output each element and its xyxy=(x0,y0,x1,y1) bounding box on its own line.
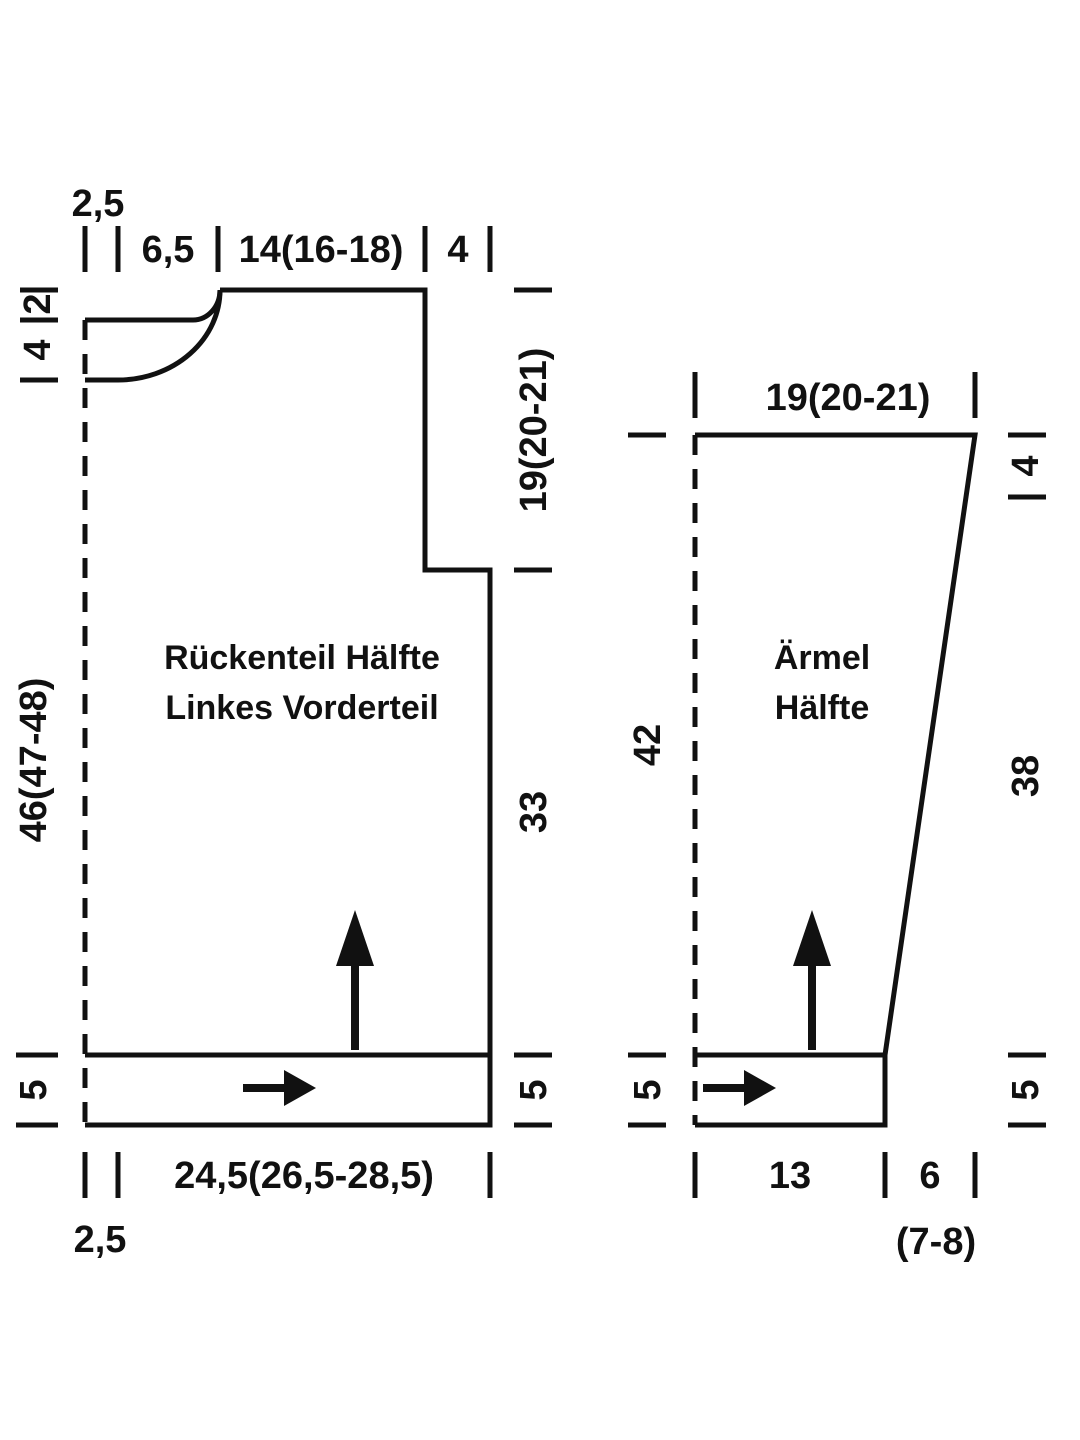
dim-right-armhole-depth: 19(20-21) xyxy=(513,348,555,513)
dim-right-side-length: 33 xyxy=(513,791,555,833)
sleeve-piece-label-line2: Hälfte xyxy=(775,689,869,727)
body-piece: 2,5 6,5 14(16-18) 4 2 4 46(47-48) 5 19(2… xyxy=(13,183,555,1261)
sleeve-direction-arrow-up-icon xyxy=(793,910,831,1050)
arrow-head xyxy=(744,1070,776,1106)
body-outline xyxy=(85,287,493,1128)
dim-sleeve-right-cap-height: 4 xyxy=(1005,455,1047,476)
dim-sleeve-left-length: 42 xyxy=(627,724,669,766)
body-rib-arrow-right-icon xyxy=(243,1070,316,1106)
body-front-neckline xyxy=(85,289,223,383)
sleeve-outline xyxy=(695,432,978,1128)
dim-left-back-neck-depth: 2 xyxy=(17,293,59,314)
dim-sleeve-bottom-extra-width: 6 xyxy=(919,1155,940,1197)
body-piece-label-line2: Linkes Vorderteil xyxy=(165,689,438,727)
sleeve-piece-label-line1: Ärmel xyxy=(774,639,870,677)
dim-top-fold: 2,5 xyxy=(72,183,125,225)
sleeve-piece: 19(20-21) 4 38 5 42 5 13 6 (7-8) Ärmel H… xyxy=(627,372,1047,1263)
arrow-head xyxy=(284,1070,316,1106)
dim-bottom-width: 24,5(26,5-28,5) xyxy=(174,1155,434,1197)
dim-right-rib-height: 5 xyxy=(513,1079,555,1100)
dim-sleeve-right-rib-height: 5 xyxy=(1005,1079,1047,1100)
dim-top-armhole-bindoff: 4 xyxy=(447,229,468,271)
dim-sleeve-right-length: 38 xyxy=(1005,755,1047,797)
dim-sleeve-top-width: 19(20-21) xyxy=(766,377,931,419)
arrow-head xyxy=(336,910,374,966)
dim-sleeve-left-rib-height: 5 xyxy=(627,1079,669,1100)
dim-left-rib-height: 5 xyxy=(13,1079,55,1100)
dim-top-neck-width: 6,5 xyxy=(142,229,195,271)
body-direction-arrow-up-icon xyxy=(336,910,374,1050)
body-back-neckline xyxy=(85,289,223,323)
dim-left-side-length: 46(47-48) xyxy=(13,678,55,843)
dim-top-shoulder: 14(16-18) xyxy=(239,229,404,271)
dim-sleeve-bottom-extra-sizes: (7-8) xyxy=(896,1221,976,1263)
dim-sleeve-bottom-cuff-width: 13 xyxy=(769,1155,811,1197)
arrow-head xyxy=(793,910,831,966)
body-piece-label-line1: Rückenteil Hälfte xyxy=(164,639,440,677)
dim-left-front-neck-depth: 4 xyxy=(17,339,59,360)
sleeve-rib-arrow-right-icon xyxy=(703,1070,776,1106)
dim-bottom-fold: 2,5 xyxy=(74,1219,127,1261)
